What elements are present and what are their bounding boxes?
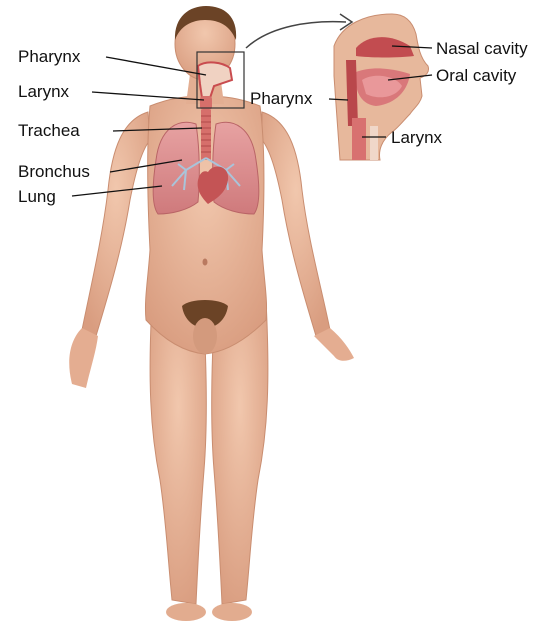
right-arm <box>262 112 330 336</box>
inset-pharynx <box>346 60 358 126</box>
label-bronchus: Bronchus <box>18 163 90 180</box>
inset-larynx <box>352 118 366 160</box>
left-foot <box>166 603 206 621</box>
label-trachea: Trachea <box>18 122 80 139</box>
navel <box>203 259 208 266</box>
left-hand <box>69 328 98 388</box>
label-larynx: Larynx <box>18 83 69 100</box>
label-pharynx: Pharynx <box>18 48 80 65</box>
label-nasal-cavity: Nasal cavity <box>436 40 528 57</box>
label-inset-larynx: Larynx <box>391 129 442 146</box>
label-oral-cavity: Oral cavity <box>436 67 516 84</box>
inset-arrow <box>246 22 346 48</box>
left-arm <box>82 112 150 336</box>
label-lung: Lung <box>18 188 56 205</box>
right-foot <box>212 603 252 621</box>
respiratory-organs <box>153 62 259 214</box>
label-inset-pharynx: Pharynx <box>250 90 312 107</box>
genitals <box>193 318 217 354</box>
inset-trachea-stripe <box>370 126 378 160</box>
